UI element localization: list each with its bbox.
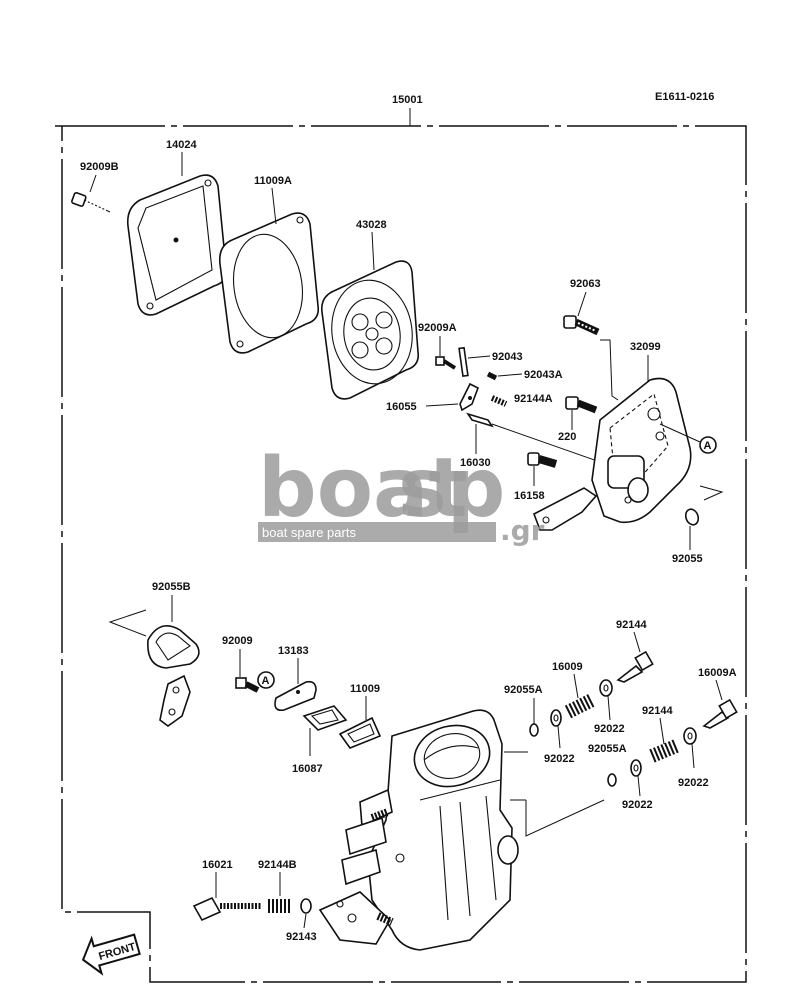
part-label-11009A: 11009A xyxy=(254,175,292,187)
part-label-92043: 92043 xyxy=(492,351,523,363)
o-ring-92143 xyxy=(300,898,312,914)
part-label-16021: 16021 xyxy=(202,859,233,871)
part-label-92144-a: 16009 xyxy=(552,661,583,673)
svg-text:A: A xyxy=(262,675,270,687)
part-label-92009A: 92009A xyxy=(418,322,457,334)
part-label-32099: 32099 xyxy=(630,341,661,353)
washer-92022-b xyxy=(599,679,613,697)
gasket-16087 xyxy=(302,705,348,731)
part-label-92055: 92055 xyxy=(672,553,703,565)
assembly-number-label: 15001 xyxy=(392,94,423,106)
part-label-43028: 43028 xyxy=(356,219,387,231)
callout-marker-bottom: A xyxy=(257,671,275,689)
part-label-92055A-a: 92055A xyxy=(504,684,543,696)
watermark-brand-main: boat xyxy=(258,441,468,536)
o-ring-92055A-b xyxy=(607,773,617,787)
needle-16009 xyxy=(616,650,654,683)
bolt-92063 xyxy=(563,315,600,336)
spring-92144-a xyxy=(564,693,596,719)
gasket-11009 xyxy=(338,716,382,749)
pin-92043 xyxy=(458,346,469,378)
gasket-92055B xyxy=(147,624,200,727)
carburetor-body xyxy=(318,709,519,951)
watermark-logo: boat sp .gr boat spare parts xyxy=(258,441,545,547)
washer-92022-c xyxy=(630,759,642,777)
part-label-16009: 92144 xyxy=(616,619,647,631)
part-label-92009B: 92009B xyxy=(80,161,119,173)
part-label-92009: 92009 xyxy=(222,635,253,647)
part-label-92055B: 92055B xyxy=(152,581,191,593)
needle-16030 xyxy=(466,412,494,454)
part-label-92043A: 92043A xyxy=(524,369,563,381)
part-label-92143: 92143 xyxy=(286,931,317,943)
o-ring-92055A-a xyxy=(529,723,539,737)
part-label-13183: 13183 xyxy=(278,645,309,657)
part-label-92022-c: 92022 xyxy=(622,799,653,811)
part-label-92055A-b: 92055A xyxy=(588,743,627,755)
svg-text:A: A xyxy=(704,440,712,452)
callout-marker-top: A xyxy=(699,436,717,454)
o-ring-92055 xyxy=(684,508,700,526)
part-label-16158: 16158 xyxy=(514,490,545,502)
spring-92144-b xyxy=(649,739,679,763)
cover-14024 xyxy=(126,174,228,316)
housing-32099 xyxy=(533,377,692,531)
part-label-11009: 11009 xyxy=(350,683,380,695)
screw-16021 xyxy=(192,896,262,922)
part-label-92022-b: 92022 xyxy=(594,723,625,735)
part-label-92063: 92063 xyxy=(570,278,601,290)
part-label-16055: 16055 xyxy=(386,401,417,413)
part-label-92022-d: 92022 xyxy=(678,777,709,789)
bolt-16158 xyxy=(527,452,558,468)
assembly-frame xyxy=(55,125,747,983)
bolt-220 xyxy=(565,396,598,414)
part-label-220: 220 xyxy=(558,431,576,443)
part-label-92144-b: 92144 xyxy=(642,705,673,717)
needle-16009A xyxy=(702,698,738,729)
diaphragm-43028 xyxy=(320,260,420,400)
spring-92144A xyxy=(490,395,508,407)
part-label-92144B: 92144B xyxy=(258,859,297,871)
part-label-92022-a: 92022 xyxy=(544,753,575,765)
gasket-11009A xyxy=(218,212,320,354)
part-label-16087: 16087 xyxy=(292,763,323,775)
watermark-brand-accent: sp xyxy=(398,441,506,536)
bolt-92009 xyxy=(235,677,260,693)
part-label-14024: 14024 xyxy=(166,139,197,151)
diagram-ref-code: E1611-0216 xyxy=(655,91,714,103)
spring-92043A xyxy=(486,371,498,381)
lever-16055 xyxy=(459,382,480,412)
washer-92022-d xyxy=(683,727,697,745)
part-label-92144A: 92144A xyxy=(514,393,553,405)
watermark-domain: .gr xyxy=(500,514,545,547)
part-label-16030: 16030 xyxy=(460,457,491,469)
bolt-92009A xyxy=(435,356,457,370)
watermark-tagline: boat spare parts xyxy=(262,525,356,540)
bolt-92009B xyxy=(71,192,111,213)
front-arrow-icon: FRONT xyxy=(81,933,141,976)
washer-92022-a xyxy=(550,709,562,727)
cover-13183 xyxy=(274,680,317,712)
part-label-16009A: 16009A xyxy=(698,667,737,679)
